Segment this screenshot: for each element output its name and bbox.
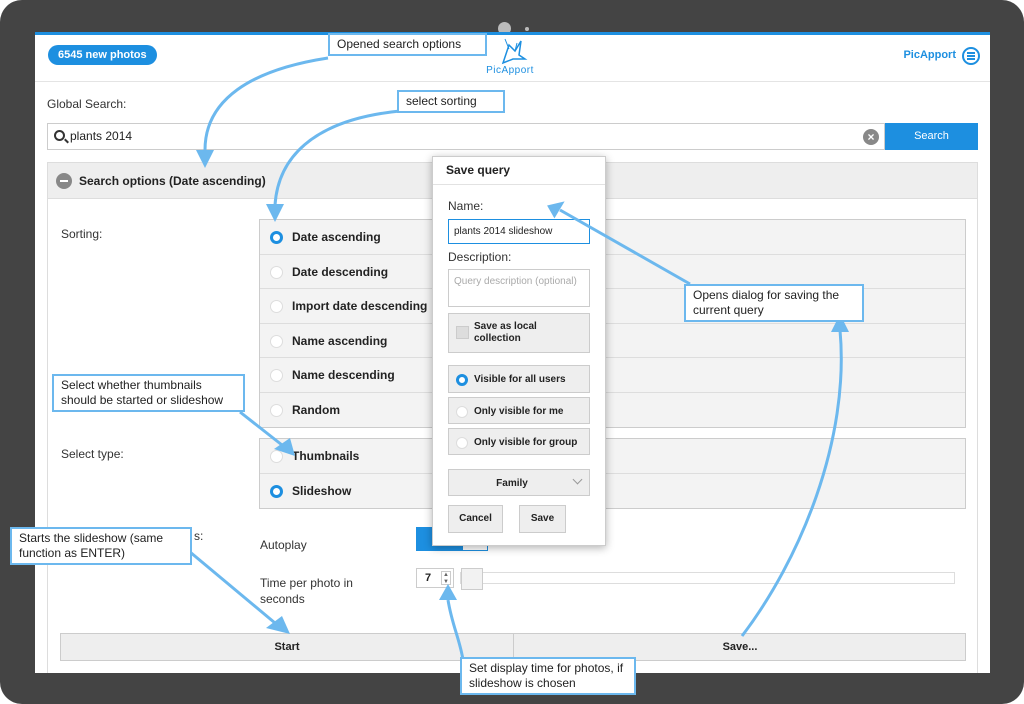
sort-option[interactable]: Name descending bbox=[260, 358, 965, 393]
radio-selected-icon[interactable] bbox=[270, 484, 283, 498]
cancel-button[interactable]: Cancel bbox=[448, 505, 503, 533]
callout-opened-search-options: Opened search options bbox=[328, 33, 487, 56]
picapport-logo[interactable]: PicApport bbox=[465, 37, 555, 79]
radio-icon[interactable] bbox=[456, 437, 468, 449]
visibility-option[interactable]: Visible for all users bbox=[448, 365, 590, 393]
dialog-save-button[interactable]: Save bbox=[519, 505, 566, 533]
checkbox-icon[interactable] bbox=[456, 326, 469, 339]
group-select-value: Family bbox=[496, 478, 528, 489]
sort-option[interactable]: Date descending bbox=[260, 255, 965, 289]
sorting-radio-group: Date ascending Date descending Import da… bbox=[259, 219, 966, 428]
search-icon bbox=[54, 130, 65, 141]
slider-handle[interactable] bbox=[461, 568, 483, 590]
start-button[interactable]: Start bbox=[274, 641, 300, 653]
radio-icon[interactable] bbox=[270, 300, 283, 313]
time-per-photo-label: Time per photo in seconds bbox=[260, 576, 353, 606]
sensor-dot bbox=[525, 27, 529, 31]
callout-starts-slideshow: Starts the slideshow (same function as E… bbox=[10, 527, 192, 565]
radio-icon[interactable] bbox=[456, 406, 468, 418]
search-button[interactable]: Search bbox=[885, 123, 978, 150]
group-select[interactable]: Family bbox=[448, 469, 590, 496]
button-divider bbox=[513, 634, 514, 660]
search-options-title: Search options (Date ascending) bbox=[79, 174, 266, 188]
radio-icon[interactable] bbox=[270, 265, 283, 279]
radio-icon[interactable] bbox=[270, 369, 283, 382]
visibility-option[interactable]: Only visible for me bbox=[448, 397, 590, 424]
collapse-icon[interactable] bbox=[56, 173, 72, 189]
radio-icon[interactable] bbox=[270, 334, 283, 348]
time-per-photo-stepper[interactable]: 7 ▲▼ bbox=[416, 568, 454, 588]
sort-option[interactable]: Name ascending bbox=[260, 324, 965, 358]
visibility-option[interactable]: Only visible for group bbox=[448, 428, 590, 455]
name-input[interactable]: plants 2014 slideshow bbox=[448, 219, 590, 244]
radio-icon[interactable] bbox=[270, 450, 283, 463]
save-query-button[interactable]: Save... bbox=[722, 641, 758, 653]
callout-set-display-time: Set display time for photos, if slidesho… bbox=[460, 657, 636, 695]
radio-icon[interactable] bbox=[270, 403, 283, 417]
search-input[interactable] bbox=[70, 129, 830, 143]
description-input[interactable]: Query description (optional) bbox=[448, 269, 590, 307]
global-search-label: Global Search: bbox=[47, 97, 127, 111]
sort-option[interactable]: Random bbox=[260, 393, 965, 428]
callout-select-thumbnails: Select whether thumbnails should be star… bbox=[52, 374, 245, 412]
camera-dot bbox=[498, 22, 511, 35]
clear-search-icon[interactable]: × bbox=[863, 129, 879, 145]
type-option[interactable]: Thumbnails bbox=[260, 439, 965, 474]
name-label: Name: bbox=[448, 199, 484, 213]
save-local-label: Save as local collection bbox=[474, 321, 537, 344]
callout-select-sorting: select sorting bbox=[397, 90, 505, 113]
user-menu-link[interactable]: PicApport bbox=[903, 49, 956, 61]
type-option[interactable]: Slideshow bbox=[260, 474, 965, 509]
description-label: Description: bbox=[448, 250, 512, 264]
select-type-label: Select type: bbox=[61, 447, 124, 461]
stepper-value: 7 bbox=[425, 572, 432, 584]
save-local-checkbox-row[interactable]: Save as local collection bbox=[448, 313, 590, 353]
hamburger-menu-icon[interactable] bbox=[962, 47, 980, 65]
radio-selected-icon[interactable] bbox=[270, 231, 283, 244]
slideshow-options-label: s: bbox=[194, 529, 204, 543]
action-button-bar: Start Save... bbox=[60, 633, 966, 661]
logo-text: PicApport bbox=[486, 65, 534, 76]
autoplay-label: Autoplay bbox=[260, 538, 307, 552]
radio-selected-icon[interactable] bbox=[456, 374, 468, 386]
callout-opens-dialog: Opens dialog for saving the current quer… bbox=[684, 284, 864, 322]
dialog-title: Save query bbox=[433, 157, 605, 185]
type-radio-group: Thumbnails Slideshow bbox=[259, 438, 966, 509]
time-slider[interactable] bbox=[460, 568, 955, 590]
sort-option[interactable]: Import date descending bbox=[260, 289, 965, 324]
sorting-label: Sorting: bbox=[61, 227, 103, 241]
header-bar: 6545 new photos PicApport PicApport bbox=[35, 35, 990, 82]
logo-bird-icon bbox=[501, 38, 528, 65]
search-box: × bbox=[47, 123, 885, 150]
new-photos-badge[interactable]: 6545 new photos bbox=[48, 45, 157, 65]
stepper-arrows-icon[interactable]: ▲▼ bbox=[441, 571, 451, 585]
sort-option[interactable]: Date ascending bbox=[260, 220, 965, 255]
